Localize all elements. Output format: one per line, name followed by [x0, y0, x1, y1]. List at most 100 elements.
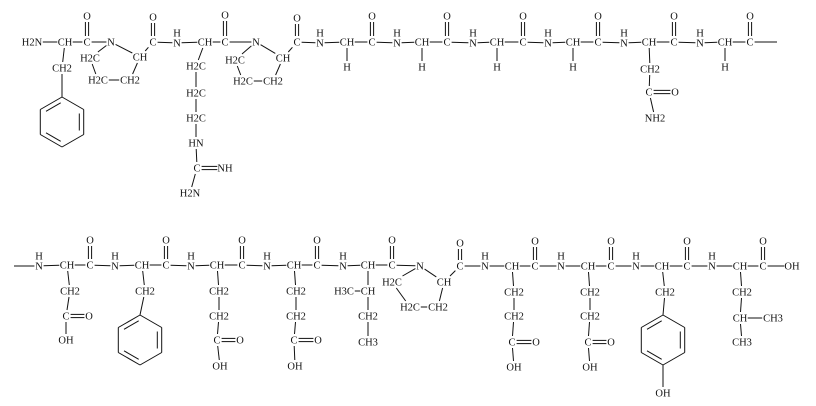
bond — [144, 46, 149, 52]
bond — [170, 264, 187, 267]
bond — [395, 287, 407, 302]
atom-label: C — [531, 262, 538, 273]
bond — [740, 297, 742, 313]
atom-label: CH — [361, 287, 376, 298]
atom-label: H — [544, 29, 552, 40]
bond — [628, 41, 642, 44]
atom-label: C — [519, 38, 526, 49]
atom-label: CH — [490, 38, 505, 49]
atom-label: N — [107, 38, 115, 49]
benzene-ring-inner-bond — [123, 320, 139, 330]
atom-label: CH2 — [52, 64, 72, 75]
benzene-ring-bond — [662, 314, 685, 328]
atom-label: N — [263, 262, 271, 273]
atom-label: O — [607, 338, 615, 349]
bond — [602, 41, 620, 44]
bond — [91, 63, 97, 75]
atom-label: O — [456, 239, 464, 250]
atom-label: N — [173, 39, 181, 50]
atom-label: CH — [655, 262, 670, 273]
atom-label: C — [388, 261, 395, 272]
bond — [287, 46, 293, 53]
atom-label: CH — [642, 38, 657, 49]
atom-label: NH — [217, 164, 233, 175]
atom-label: H — [481, 252, 489, 263]
bond — [217, 270, 219, 286]
atom-label: O — [86, 236, 94, 247]
atom-label: CH2 — [732, 288, 752, 299]
bond — [139, 296, 145, 316]
atom-label: C — [293, 38, 300, 49]
atom-label: N — [393, 39, 401, 50]
atom-label: N — [544, 39, 552, 50]
benzene-ring-bond — [40, 96, 63, 110]
bond — [132, 62, 138, 75]
benzene-ring-bond — [118, 314, 141, 328]
atom-label: C — [221, 38, 228, 49]
atom-label: H — [493, 63, 501, 74]
atom-label: O — [314, 336, 322, 347]
bond — [236, 65, 242, 76]
atom-label: O — [85, 312, 93, 323]
atom-label: CH2 — [209, 312, 229, 323]
atom-label: O — [746, 12, 754, 23]
atom-label: CH2 — [504, 288, 524, 299]
bond — [142, 270, 145, 286]
atom-label: CH2 — [358, 312, 378, 323]
bond — [197, 47, 204, 61]
atom-label: CH2 — [60, 287, 80, 298]
atom-label: CH — [566, 38, 581, 49]
bond — [649, 97, 655, 113]
atom-label: H2C — [186, 89, 206, 100]
benzene-ring-bond — [61, 134, 84, 148]
atom-label: O — [532, 338, 540, 349]
atom-label: CH — [287, 261, 302, 272]
atom-label: H2C — [382, 278, 402, 289]
atom-label: CH — [361, 261, 376, 272]
atom-label: CH — [505, 262, 520, 273]
bond — [67, 270, 70, 286]
atom-label: O — [683, 237, 691, 248]
atom-label: O — [83, 12, 91, 23]
bond — [588, 321, 590, 337]
atom-label: H — [721, 63, 729, 74]
atom-label: H — [173, 29, 181, 40]
atom-label: OH — [58, 336, 74, 347]
atom-label: C — [62, 312, 69, 323]
bond — [512, 321, 514, 337]
bond — [275, 63, 281, 76]
bond — [401, 41, 415, 44]
atom-label: CH2 — [655, 288, 675, 299]
bond — [512, 347, 514, 362]
atom-label: CH — [437, 278, 452, 289]
atom-label: O — [443, 12, 451, 23]
atom-label: CH2 — [286, 312, 306, 323]
bond — [217, 345, 220, 361]
atom-label: H — [557, 252, 565, 263]
atom-label: CH — [415, 38, 430, 49]
atom-label: CH2 — [286, 287, 306, 298]
atom-label: C — [746, 38, 753, 49]
atom-label: H3C — [334, 287, 354, 298]
bond — [301, 41, 316, 44]
atom-label: CH — [133, 53, 148, 64]
benzene-ring-inner-bond — [646, 320, 662, 330]
atom-label: N — [316, 39, 324, 50]
atom-label: CH3 — [358, 338, 378, 349]
bond — [477, 41, 490, 44]
atom-label: H2N — [180, 189, 201, 200]
atom-label: CH — [210, 261, 225, 272]
atom-label: CH2 — [580, 288, 600, 299]
bond — [119, 264, 135, 267]
atom-label: C — [149, 38, 156, 49]
benzene-ring-bond — [40, 134, 63, 148]
bond — [449, 270, 456, 277]
bond — [588, 271, 590, 287]
bond — [396, 264, 416, 267]
atom-label: C — [508, 338, 515, 349]
atom-label: C — [213, 336, 220, 347]
bond — [271, 264, 287, 267]
atom-label: N — [557, 262, 565, 273]
bond — [424, 268, 437, 278]
atom-label: H2N — [22, 38, 43, 49]
